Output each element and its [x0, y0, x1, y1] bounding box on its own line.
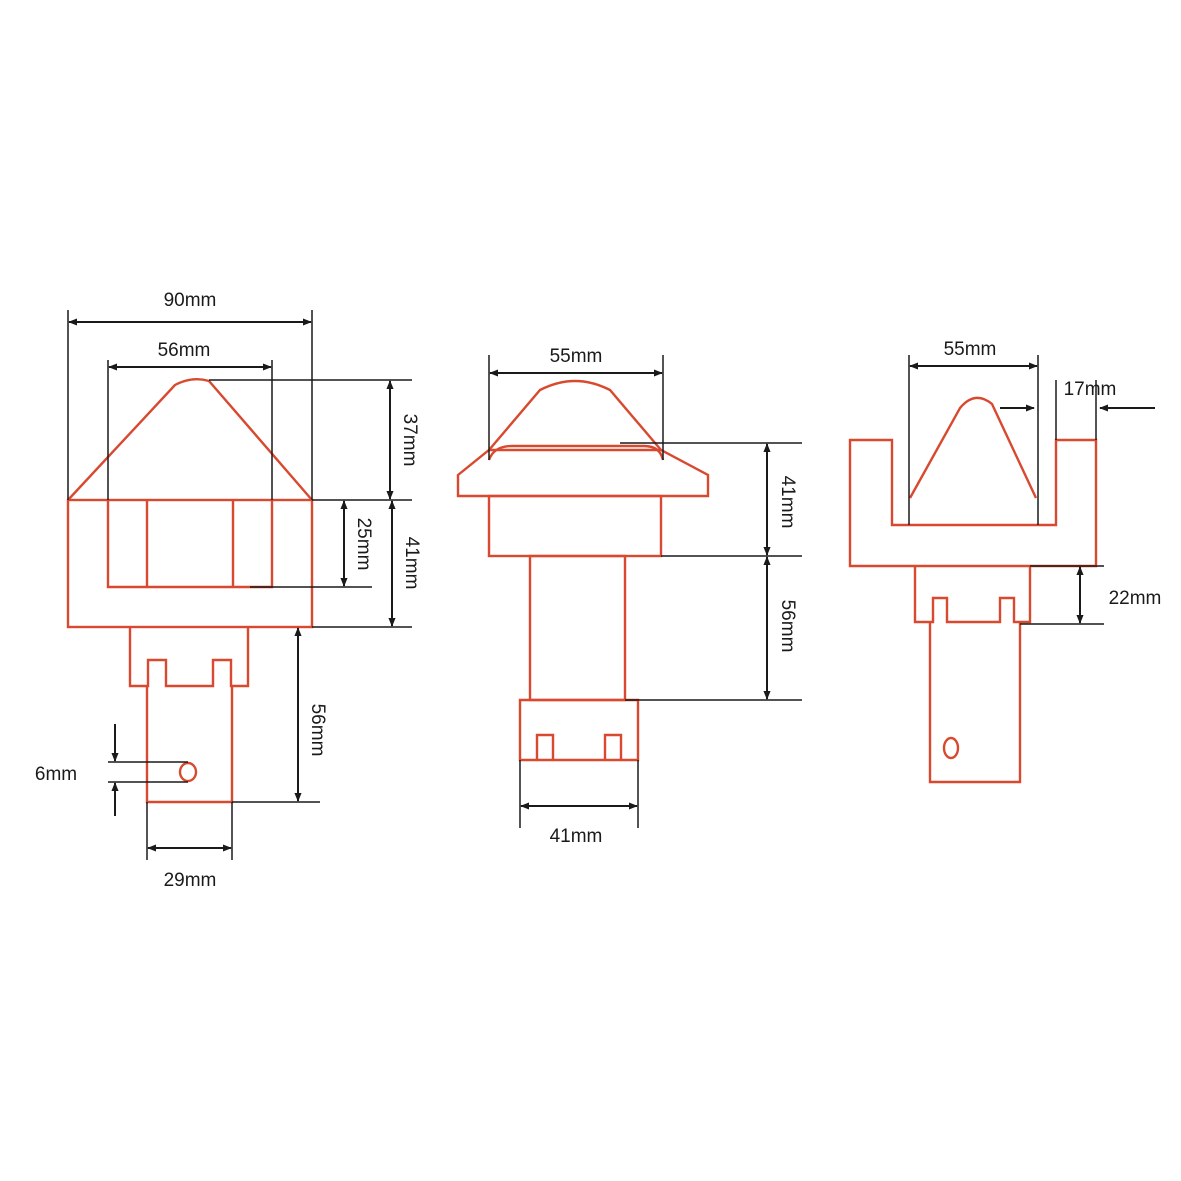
rear-label-17mm: 17mm	[1064, 379, 1117, 400]
side-cap	[488, 379, 662, 451]
rear-u-frame	[848, 438, 1098, 568]
side-post	[528, 554, 627, 702]
front-dimension-arrows	[68, 318, 396, 852]
front-extension-lines	[67, 310, 412, 860]
side-head	[487, 494, 663, 558]
front-label-25mm: 25mm	[353, 518, 374, 571]
front-view-outline	[66, 378, 314, 804]
rear-post	[928, 622, 1022, 784]
side-base	[518, 698, 640, 762]
front-label-56mm-post: 56mm	[307, 704, 328, 757]
side-view: 55mm 41mm 56mm 41mm	[456, 346, 802, 847]
side-label-41mm-base: 41mm	[550, 826, 603, 847]
rear-label-22mm: 22mm	[1109, 588, 1162, 609]
side-label-56mm: 56mm	[777, 600, 798, 653]
front-post	[145, 686, 234, 804]
rear-hole	[942, 736, 960, 760]
side-dimension-arrows	[489, 369, 771, 810]
rear-extension-lines	[908, 355, 1104, 625]
rear-dimension-arrows	[909, 362, 1155, 624]
rear-view: 55mm 17mm 22mm	[848, 339, 1162, 784]
front-frame	[66, 498, 314, 629]
rear-cone	[908, 396, 1038, 499]
side-view-outline	[456, 379, 710, 762]
side-extension-lines	[488, 355, 802, 828]
front-collar	[128, 627, 250, 688]
front-hole	[178, 761, 198, 783]
side-label-41mm-head: 41mm	[777, 476, 798, 529]
front-label-90mm: 90mm	[164, 290, 217, 311]
front-inner-slot	[106, 500, 274, 589]
front-label-37mm: 37mm	[399, 414, 420, 467]
side-flange	[456, 448, 710, 498]
front-label-6mm: 6mm	[35, 764, 77, 785]
rear-label-55mm: 55mm	[944, 339, 997, 360]
front-view: 90mm 56mm 37mm 25mm 41mm 56mm 29mm 6mm	[35, 290, 422, 891]
front-top-trapezoid	[67, 378, 313, 501]
front-label-56mm-top: 56mm	[158, 340, 211, 361]
side-cap-curve	[487, 444, 665, 461]
front-label-41mm: 41mm	[401, 537, 422, 590]
rear-view-outline	[848, 396, 1098, 784]
side-label-55mm: 55mm	[550, 346, 603, 367]
front-label-29mm: 29mm	[164, 870, 217, 891]
rear-collar	[913, 566, 1032, 624]
